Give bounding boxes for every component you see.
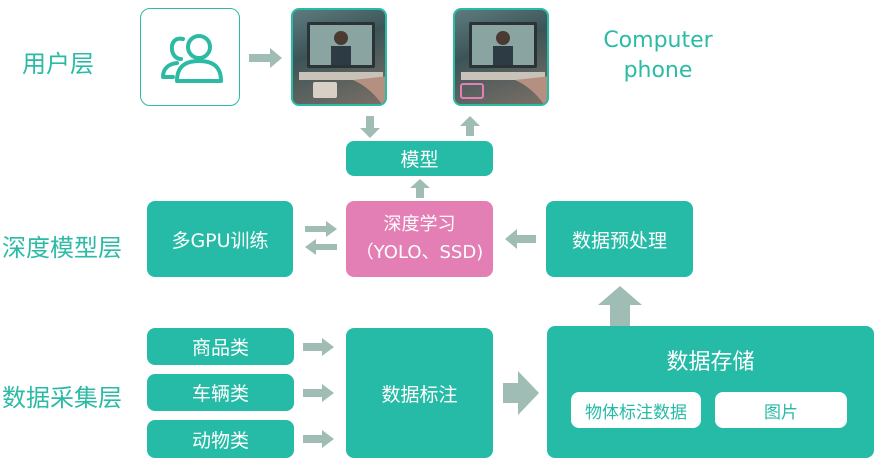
phone-photo (453, 8, 549, 106)
data-storage-box: 数据存储 物体标注数据 图片 (547, 326, 874, 458)
deep-learning-models: （YOLO、SSD) (355, 242, 484, 263)
arrow-annotation-to-storage (503, 371, 539, 415)
data-preprocess-box: 数据预处理 (546, 201, 693, 277)
deep-learning-title: 深度学习 (383, 214, 456, 235)
deep-learning-box: 深度学习 （YOLO、SSD) (346, 201, 493, 277)
goods-category-box: 商品类 (147, 328, 294, 365)
data-storage-title: 数据存储 (666, 350, 755, 375)
computer-photo (291, 8, 387, 106)
arrow-user-to-computer (249, 48, 282, 68)
images-pill: 图片 (715, 392, 847, 428)
device-label: Computer phone (596, 26, 720, 86)
arrow-computer-to-model (360, 116, 380, 138)
user-card (140, 8, 240, 106)
arrow-deeplearning-to-model (410, 179, 430, 198)
multi-gpu-training-box: 多GPU训练 (147, 201, 293, 277)
model-box: 模型 (346, 141, 493, 176)
arrow-preprocess-to-deeplearning (505, 229, 536, 249)
arrow-deeplearning-to-gpu (305, 239, 337, 255)
animal-category-box: 动物类 (147, 420, 294, 458)
device-label-computer: Computer (603, 28, 713, 53)
arrow-goods-to-annotation (303, 338, 334, 356)
users-icon (161, 34, 223, 83)
arrow-model-to-phone (460, 116, 480, 136)
object-annotation-data-pill: 物体标注数据 (571, 392, 701, 428)
vehicle-category-box: 车辆类 (147, 374, 294, 411)
laptop-video-call-image (460, 22, 547, 104)
arrow-vehicle-to-annotation (303, 384, 334, 402)
arrow-gpu-to-deeplearning (305, 221, 337, 237)
data-annotation-box: 数据标注 (346, 328, 493, 458)
arrow-animal-to-annotation (303, 430, 334, 448)
layer-label-user: 用户层 (22, 50, 94, 78)
device-label-phone: phone (623, 58, 693, 83)
laptop-video-call-image (299, 22, 385, 104)
arrow-storage-to-preprocess (598, 286, 642, 326)
layer-label-model: 深度模型层 (2, 234, 122, 262)
layer-label-data: 数据采集层 (2, 384, 122, 412)
